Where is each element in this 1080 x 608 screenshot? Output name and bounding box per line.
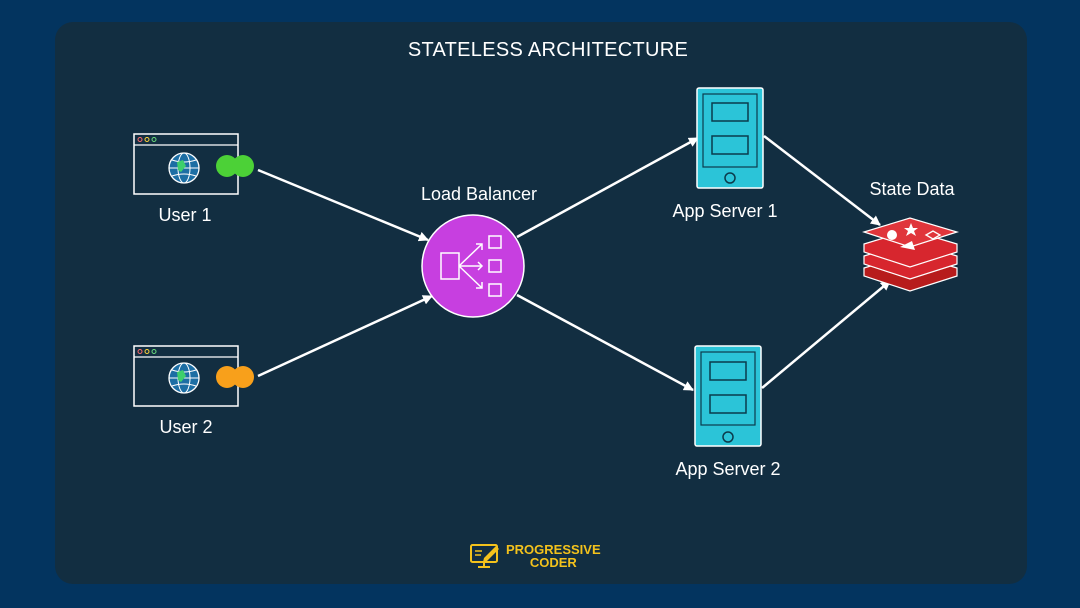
edge-app-server-2-to-state-data bbox=[761, 280, 891, 389]
edge-user1-to-load-balancer bbox=[257, 168, 429, 242]
app-server-2-label: App Server 2 bbox=[675, 459, 781, 479]
diagram-title: STATELESS ARCHITECTURE bbox=[407, 39, 689, 61]
redis-stack-icon bbox=[862, 217, 960, 292]
edge-load-balancer-to-app-server-2 bbox=[516, 293, 694, 392]
user2-browser-icon bbox=[133, 345, 254, 407]
brand-name: PROGRESSIVE CODER bbox=[506, 543, 601, 569]
session-token-icon bbox=[216, 155, 254, 177]
state-data-label: State Data bbox=[869, 179, 955, 199]
globe-icon bbox=[168, 152, 200, 184]
brand-logo: PROGRESSIVE CODER bbox=[470, 543, 601, 569]
app-server-1-icon bbox=[696, 87, 764, 189]
edge-app-server-1-to-state-data bbox=[763, 135, 881, 226]
edge-load-balancer-to-app-server-1 bbox=[516, 136, 699, 239]
user2-label: User 2 bbox=[159, 417, 213, 437]
load-balancer-label: Load Balancer bbox=[420, 184, 538, 204]
brand-line-1: PROGRESSIVE bbox=[506, 542, 601, 557]
globe-icon bbox=[168, 362, 200, 394]
user1-browser-icon bbox=[133, 133, 254, 195]
user1-label: User 1 bbox=[158, 205, 212, 225]
computer-pen-icon bbox=[470, 544, 499, 568]
brand-line-2: CODER bbox=[529, 555, 577, 570]
session-token-icon bbox=[216, 366, 254, 388]
edge-user2-to-load-balancer bbox=[257, 294, 433, 378]
load-balancer-icon bbox=[421, 214, 525, 318]
app-server-1-label: App Server 1 bbox=[672, 201, 778, 221]
app-server-2-icon bbox=[694, 345, 762, 447]
